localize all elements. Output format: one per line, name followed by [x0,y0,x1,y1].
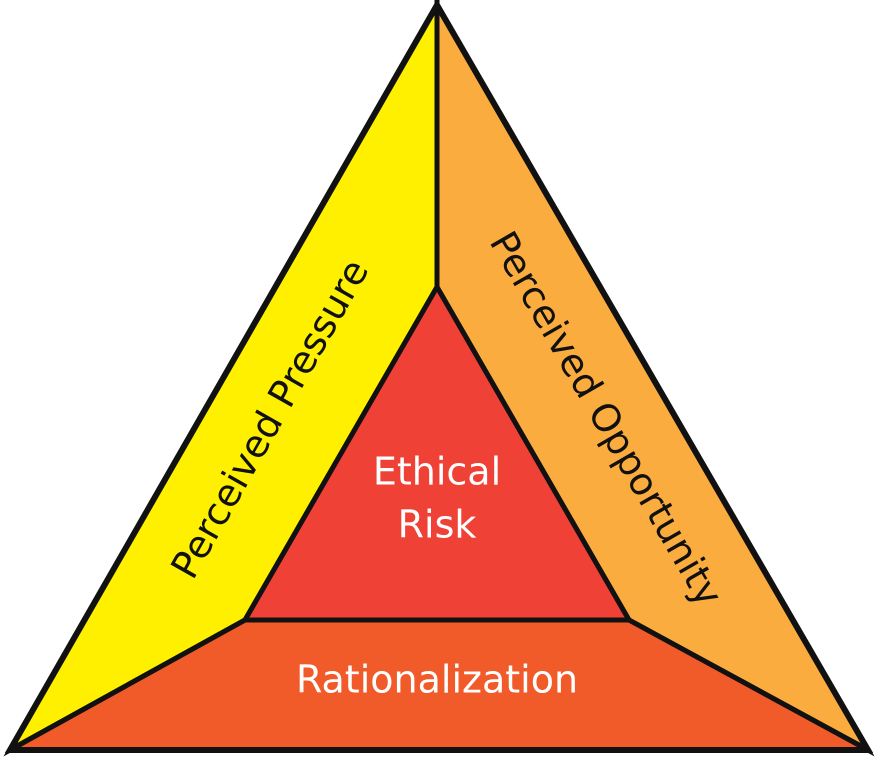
ethical-risk-label-line1: Ethical [373,450,501,494]
ethical-risk-label-line2: Risk [398,503,477,547]
rationalization-label: Rationalization [296,658,578,702]
outer-outline [4,0,874,753]
ethical-risk-segment [240,281,634,623]
